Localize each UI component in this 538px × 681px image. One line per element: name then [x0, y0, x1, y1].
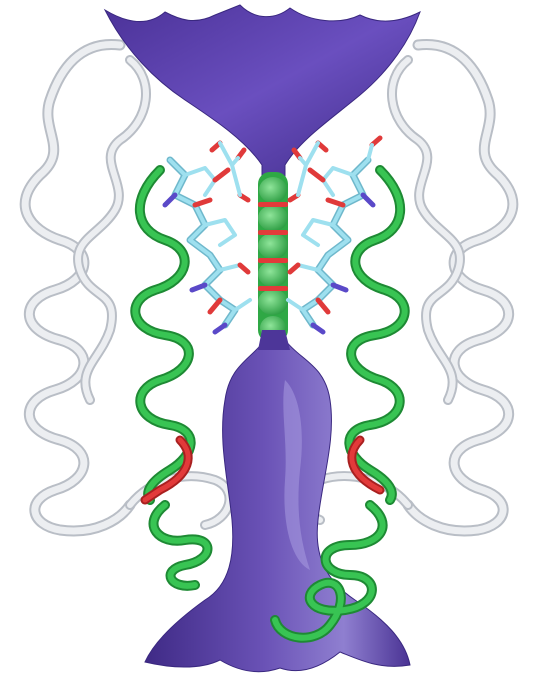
residue-sticks-right — [288, 138, 380, 332]
selectivity-filter — [258, 172, 288, 342]
pore-surface-upper — [105, 5, 420, 178]
pore-neck — [258, 330, 290, 350]
residue-sticks-left — [165, 143, 250, 332]
